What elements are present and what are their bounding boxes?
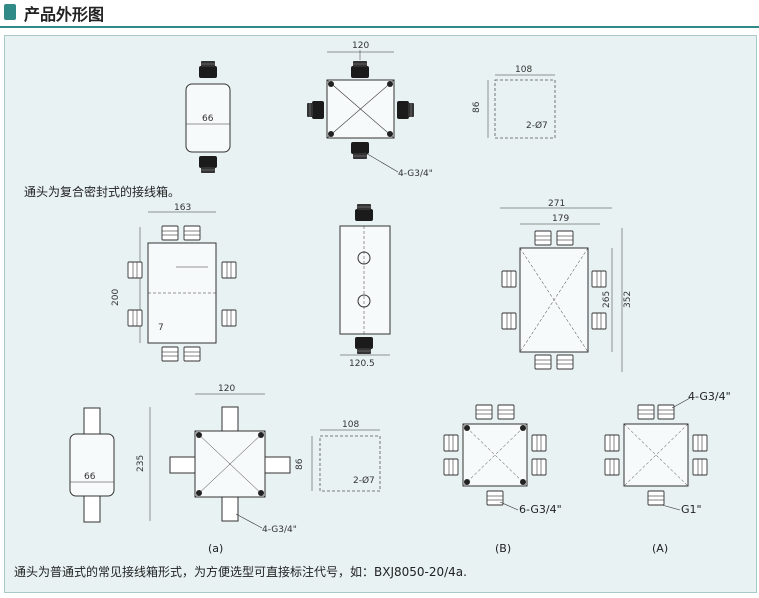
side-view-2 bbox=[339, 225, 391, 335]
dim-2phi7-b: 2-Ø7 bbox=[353, 475, 375, 486]
box-8-gland bbox=[139, 227, 217, 344]
note-top: 通头为复合密封式的接线箱。 bbox=[24, 184, 180, 199]
box-B bbox=[462, 423, 528, 487]
dim-235: 235 bbox=[136, 455, 146, 472]
section-header: 产品外形图 bbox=[0, 0, 759, 30]
dim-200: 200 bbox=[111, 289, 121, 306]
dim-179: 179 bbox=[552, 214, 569, 224]
dim-352: 352 bbox=[623, 291, 633, 308]
box-large-right bbox=[519, 247, 589, 353]
mount-plate-2 bbox=[319, 435, 381, 492]
caption-a: (a) bbox=[208, 542, 223, 555]
caption-A: (A) bbox=[652, 542, 668, 555]
dim-86-a: 86 bbox=[472, 101, 482, 113]
cross-box-2 bbox=[149, 393, 291, 522]
label-4-g34-b: 4-G3/4" bbox=[262, 525, 297, 535]
header-rule bbox=[0, 26, 759, 28]
label-6-g34: 6-G3/4" bbox=[519, 503, 562, 516]
dim-66-a: 66 bbox=[202, 114, 214, 124]
section-title: 产品外形图 bbox=[24, 5, 105, 24]
dim-271: 271 bbox=[548, 199, 565, 209]
dim-120-a: 120 bbox=[352, 41, 369, 51]
label-4-g34-a: 4-G3/4" bbox=[398, 169, 433, 179]
caption-B: (B) bbox=[495, 542, 511, 555]
dim-7: 7 bbox=[158, 323, 164, 333]
cross-box-1 bbox=[326, 50, 395, 139]
note-bottom: 通头为普通式的常见接线箱形式，为方便选型可直接标注代号，如：BXJ8050-20… bbox=[14, 564, 467, 579]
mount-plate-1 bbox=[494, 79, 556, 139]
dim-163: 163 bbox=[174, 203, 191, 213]
side-view-3 bbox=[69, 407, 115, 523]
dim-66-b: 66 bbox=[84, 472, 96, 482]
label-g1: G1" bbox=[681, 503, 702, 516]
dim-120-b: 120 bbox=[218, 384, 235, 394]
dim-108-a: 108 bbox=[515, 65, 532, 75]
dim-108-b: 108 bbox=[342, 420, 359, 430]
side-view-1 bbox=[185, 60, 231, 174]
box-A bbox=[623, 423, 689, 487]
dim-86-b: 86 bbox=[295, 458, 305, 470]
dim-120-5: 120.5 bbox=[349, 359, 375, 369]
dim-2phi7-a: 2-Ø7 bbox=[526, 120, 548, 131]
label-4-g34-c: 4-G3/4" bbox=[688, 390, 731, 403]
dim-265: 265 bbox=[602, 291, 612, 308]
header-marker bbox=[4, 4, 16, 20]
